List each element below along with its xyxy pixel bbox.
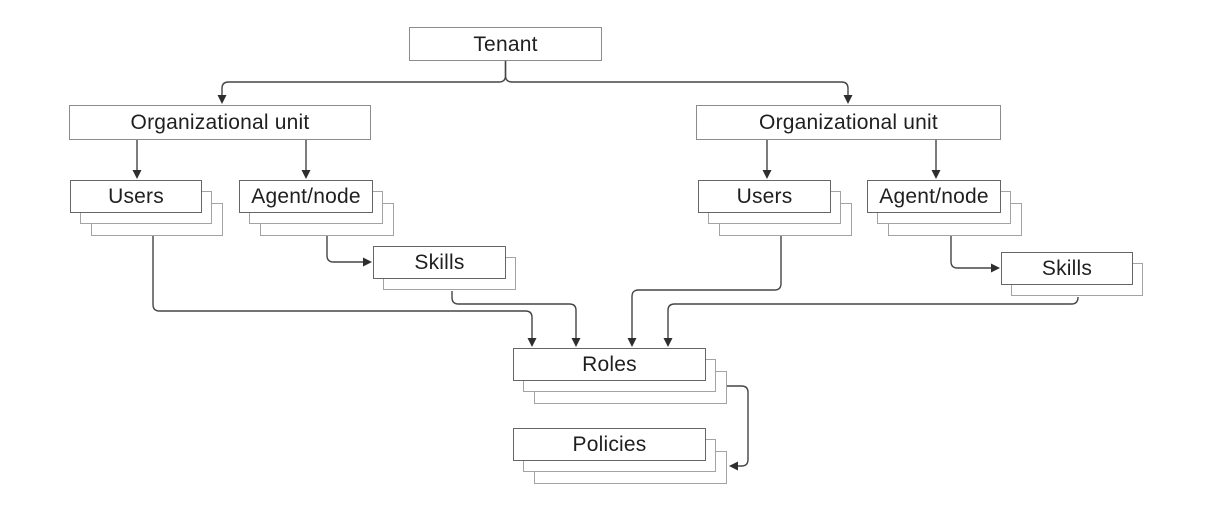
skills-left-node: Skills [373, 246, 516, 290]
policies-label: Policies [572, 433, 647, 456]
edge-line [504, 61, 849, 95]
skills-right-node: Skills [1001, 252, 1143, 296]
users-left-node: Users [70, 180, 223, 236]
arrowhead-down-icon [132, 170, 142, 179]
arrowhead-right-icon [991, 263, 1000, 273]
users-right-node: Users [698, 180, 852, 236]
edge-users-right-to-roles [627, 236, 782, 347]
arrowhead-down-icon [571, 338, 581, 347]
arrowhead-down-icon [527, 338, 537, 347]
roles-node: Roles [513, 348, 727, 404]
org-unit-right-node: Organizational unit [696, 105, 1001, 140]
edge-org-unit-left-to-agent-node-left [301, 140, 311, 179]
tenant-node: Tenant [409, 27, 602, 61]
edge-org-unit-left-to-users-left [132, 140, 142, 179]
users-right-box: Users [698, 180, 831, 213]
arrowhead-down-icon [301, 170, 311, 179]
org-unit-left-label: Organizational unit [130, 111, 310, 134]
edge-line [727, 385, 749, 467]
arrowhead-left-icon [729, 461, 738, 471]
edge-tenant-to-org-unit-right [504, 61, 853, 104]
edge-skills-left-to-roles [451, 291, 581, 347]
edge-line [950, 236, 991, 269]
users-right-label: Users [736, 185, 793, 208]
edge-line [221, 61, 507, 95]
edge-line [631, 236, 782, 338]
policies-node: Policies [513, 428, 727, 484]
org-unit-left-node: Organizational unit [69, 105, 371, 140]
skills-right-box: Skills [1001, 252, 1133, 285]
arrowhead-down-icon [663, 338, 673, 347]
edge-tenant-to-org-unit-left [217, 61, 507, 104]
users-left-box: Users [70, 180, 202, 213]
agent-node-right-node: Agent/node [867, 180, 1022, 236]
agent-node-left-node: Agent/node [239, 180, 394, 236]
roles-label: Roles [582, 353, 637, 376]
edge-line [152, 236, 533, 338]
edge-skills-right-to-roles [663, 296, 1079, 347]
edge-users-left-to-roles [152, 236, 537, 347]
edge-line [326, 236, 363, 263]
tenant-label: Tenant [473, 32, 538, 56]
agent-node-right-label: Agent/node [879, 185, 989, 208]
edge-agent-node-right-to-skills-right [950, 236, 1000, 273]
skills-left-box: Skills [373, 246, 506, 279]
arrowhead-down-icon [217, 95, 227, 104]
arrowhead-down-icon [762, 170, 772, 179]
arrowhead-down-icon [931, 170, 941, 179]
policies-box: Policies [513, 428, 706, 461]
edge-org-unit-right-to-agent-node-right [931, 140, 941, 179]
agent-node-left-label: Agent/node [251, 185, 361, 208]
roles-box: Roles [513, 348, 706, 381]
edge-roles-to-policies [727, 385, 749, 471]
arrowhead-down-icon [627, 338, 637, 347]
org-unit-right-label: Organizational unit [759, 111, 938, 134]
edge-org-unit-right-to-users-right [762, 140, 772, 179]
agent-node-right-box: Agent/node [867, 180, 1001, 213]
agent-node-left-box: Agent/node [239, 180, 373, 213]
skills-left-label: Skills [414, 251, 465, 274]
skills-right-label: Skills [1041, 257, 1093, 280]
users-left-label: Users [108, 185, 164, 208]
edge-line [451, 291, 577, 338]
arrowhead-right-icon [363, 257, 372, 267]
arrowhead-down-icon [843, 95, 853, 104]
edge-line [667, 296, 1079, 338]
edge-agent-node-left-to-skills-left [326, 236, 372, 267]
